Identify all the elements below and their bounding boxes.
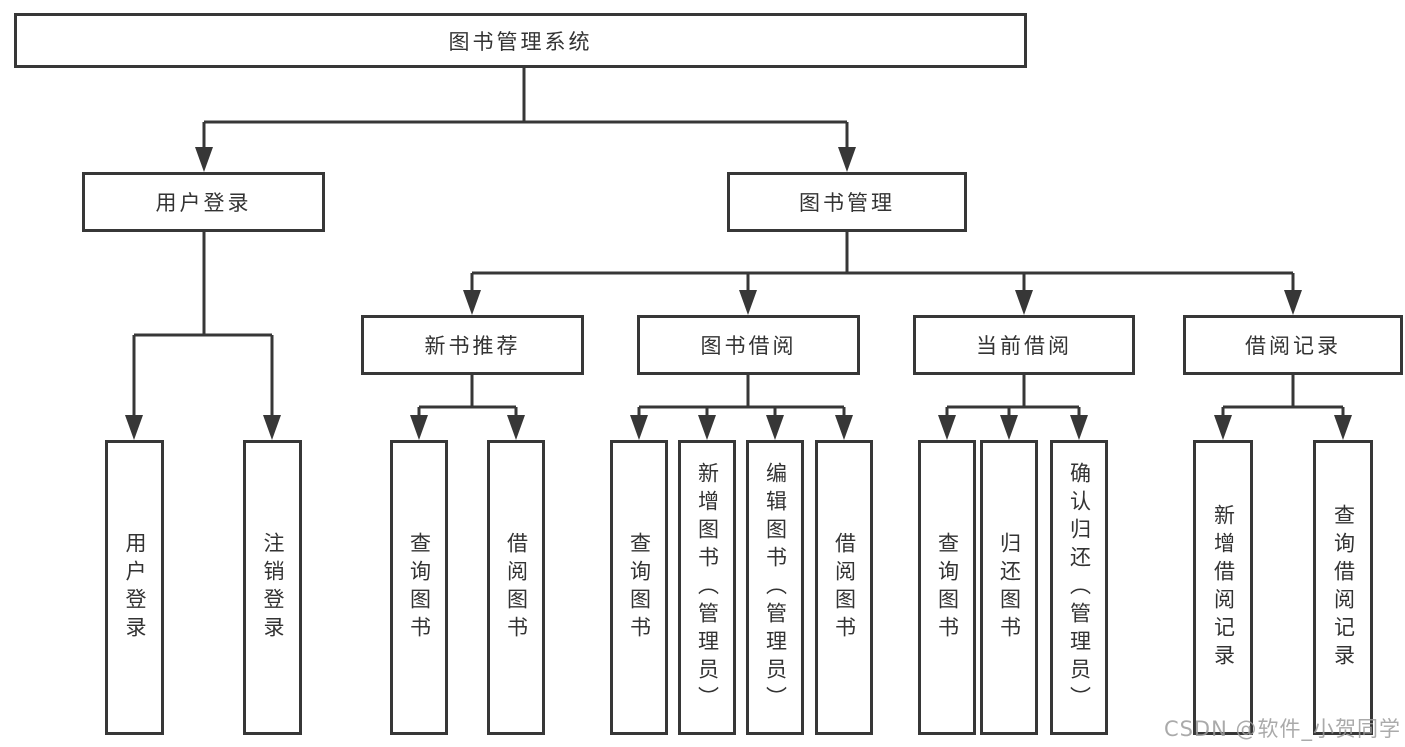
node-leaf-query-borrow-record-label: 查询借阅记录: [1331, 503, 1356, 672]
node-leaf-add-book-label: 新增图书（管理员）: [695, 461, 720, 714]
node-leaf-query-borrow-record: 查询借阅记录: [1313, 440, 1373, 735]
node-leaf-return-book-label: 归还图书: [997, 531, 1022, 644]
node-user-login-label: 用户登录: [155, 191, 252, 215]
node-leaf-add-borrow-record-label: 新增借阅记录: [1211, 503, 1236, 672]
connector-root-to-level2: [195, 68, 856, 172]
node-leaf-query-book-2: 查询图书: [610, 440, 668, 735]
connector-current-borrow-to-leaves: [938, 375, 1088, 440]
node-leaf-return-book: 归还图书: [980, 440, 1038, 735]
node-leaf-borrow-book-1-label: 借阅图书: [504, 531, 529, 644]
node-book-borrow-label: 图书借阅: [700, 334, 797, 358]
connector-book-management-to-level3: [463, 232, 1302, 315]
node-current-borrow: 当前借阅: [913, 315, 1135, 375]
connector-new-book-recommend-to-leaves: [410, 375, 525, 440]
node-leaf-edit-book-label: 编辑图书（管理员）: [763, 461, 788, 714]
node-leaf-query-book-1-label: 查询图书: [407, 531, 432, 644]
node-leaf-logout: 注销登录: [243, 440, 302, 735]
node-root-label: 图书管理系统: [448, 29, 593, 54]
node-book-borrow: 图书借阅: [637, 315, 860, 375]
node-leaf-query-book-3-label: 查询图书: [935, 531, 960, 644]
node-leaf-add-borrow-record: 新增借阅记录: [1193, 440, 1253, 735]
node-leaf-user-login-label: 用户登录: [123, 531, 147, 644]
node-leaf-logout-label: 注销登录: [261, 531, 285, 644]
node-leaf-edit-book: 编辑图书（管理员）: [746, 440, 804, 735]
node-leaf-query-book-3: 查询图书: [918, 440, 976, 735]
connector-book-borrow-to-leaves: [630, 375, 853, 440]
node-root: 图书管理系统: [14, 13, 1027, 68]
connector-borrow-records-to-leaves: [1214, 375, 1352, 440]
node-leaf-user-login: 用户登录: [105, 440, 164, 735]
watermark: CSDN @软件_小贺同学: [1163, 717, 1401, 741]
node-leaf-borrow-book-2: 借阅图书: [815, 440, 873, 735]
node-leaf-confirm-return-label: 确认归还（管理员）: [1067, 461, 1092, 714]
node-user-login: 用户登录: [82, 172, 325, 232]
node-leaf-query-book-1: 查询图书: [390, 440, 448, 735]
node-current-borrow-label: 当前借阅: [976, 334, 1072, 358]
node-leaf-borrow-book-1: 借阅图书: [487, 440, 545, 735]
node-new-book-recommend: 新书推荐: [361, 315, 584, 375]
node-leaf-query-book-2-label: 查询图书: [627, 531, 652, 644]
node-new-book-recommend-label: 新书推荐: [424, 334, 521, 358]
node-leaf-add-book: 新增图书（管理员）: [678, 440, 736, 735]
node-book-management: 图书管理: [727, 172, 967, 232]
node-borrow-records: 借阅记录: [1183, 315, 1403, 375]
connector-user-login-to-leaves: [125, 232, 281, 440]
node-book-management-label: 图书管理: [799, 191, 895, 215]
node-leaf-borrow-book-2-label: 借阅图书: [832, 531, 857, 644]
node-borrow-records-label: 借阅记录: [1245, 334, 1341, 358]
node-leaf-confirm-return: 确认归还（管理员）: [1050, 440, 1108, 735]
